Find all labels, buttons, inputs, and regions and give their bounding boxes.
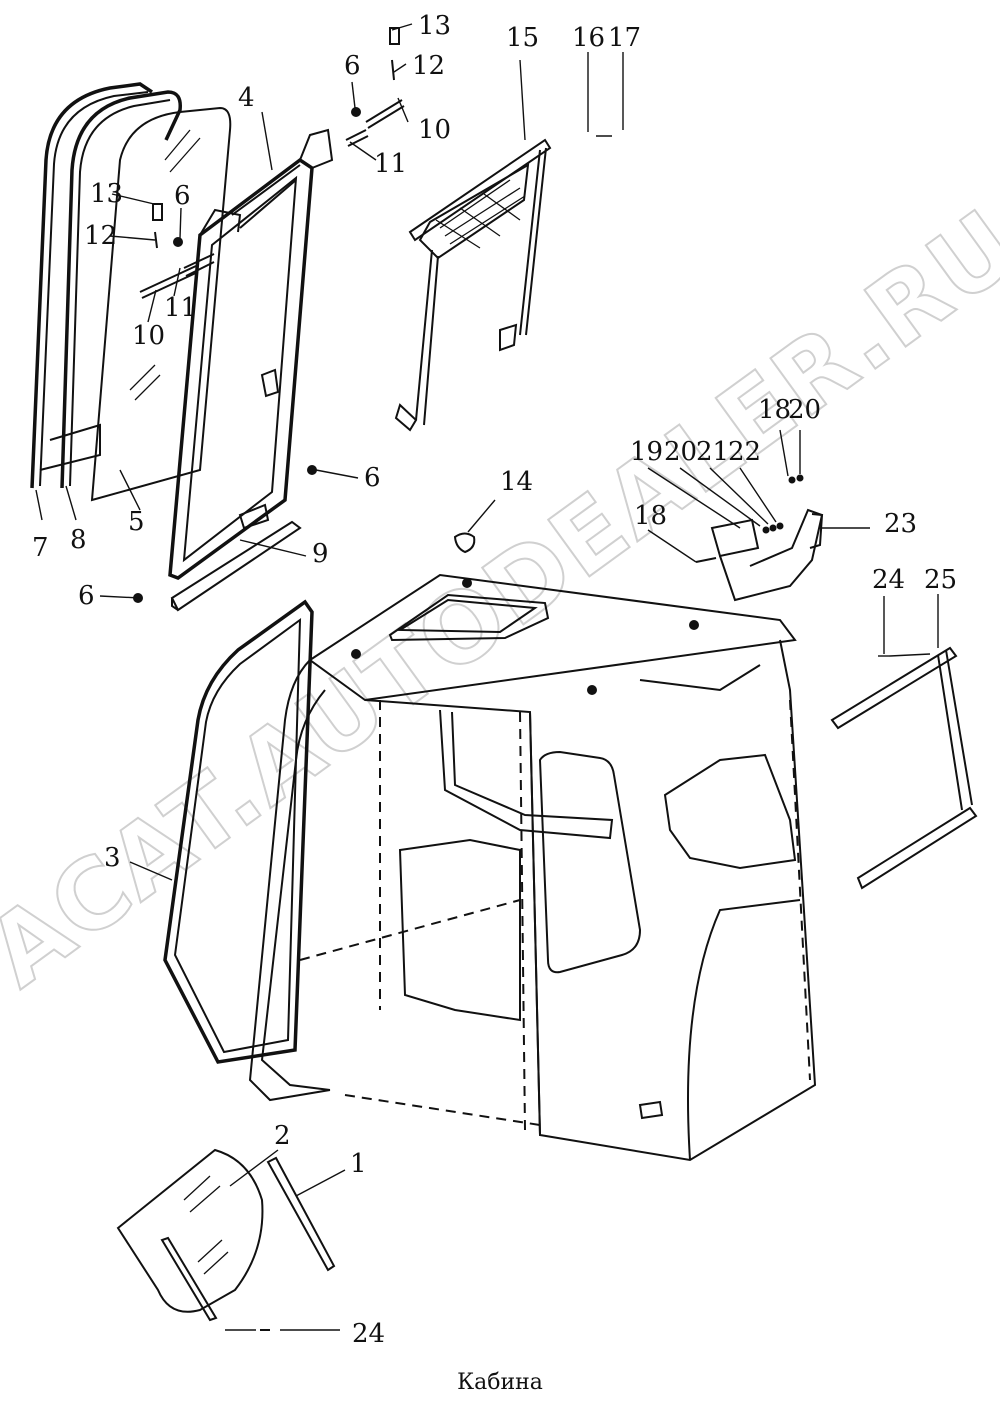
callout-10-top: 10 (418, 115, 451, 145)
callout-21: 21 (696, 437, 729, 467)
callout-22: 22 (728, 437, 761, 467)
callout-5: 5 (128, 507, 145, 537)
callout-20: 20 (664, 437, 697, 467)
callout-24-bottom: 24 (352, 1319, 385, 1349)
front-window-seal (163, 599, 314, 1064)
callout-12-left: 12 (84, 221, 117, 251)
callout-16: 16 (572, 23, 605, 53)
callout-25: 25 (924, 565, 957, 595)
callout-15: 15 (506, 23, 539, 53)
callout-20-top: 20 (788, 395, 821, 425)
callout-12-top: 12 (412, 51, 445, 81)
callout-9: 9 (312, 539, 329, 569)
callout-2: 2 (274, 1121, 291, 1151)
door-glass (90, 106, 232, 502)
callout-6-right: 6 (364, 463, 381, 493)
diagram-caption: Кабина (457, 1370, 543, 1395)
callout-6-top: 6 (344, 51, 361, 81)
callout-3: 3 (104, 843, 121, 873)
door-frame (133, 107, 361, 603)
callout-6-left: 6 (174, 181, 191, 211)
callout-4: 4 (238, 83, 255, 113)
callout-17: 17 (608, 23, 641, 53)
callout-13-top: 13 (418, 11, 451, 41)
callout-8: 8 (70, 525, 87, 555)
callout-7: 7 (32, 533, 49, 563)
callout-1: 1 (350, 1149, 367, 1179)
sunshade (394, 138, 552, 432)
callout-11-top: 11 (374, 149, 407, 179)
callout-10-left: 10 (132, 321, 165, 351)
callout-19: 19 (630, 437, 663, 467)
door-rail (170, 520, 302, 612)
callout-24-right: 24 (872, 565, 905, 595)
cab-body (248, 532, 817, 1162)
hinge-pins (139, 27, 405, 299)
callout-11-left: 11 (164, 293, 197, 323)
callout-6-bottom: 6 (78, 581, 95, 611)
callout-labels: 13 12 6 4 10 11 13 6 12 11 10 15 16 17 6… (32, 11, 957, 1349)
callout-18: 18 (634, 501, 667, 531)
callout-18-top: 18 (758, 395, 791, 425)
leader-lines (35, 23, 939, 1331)
callout-13-left: 13 (90, 179, 123, 209)
lower-glass (116, 1148, 336, 1331)
mirror-bracket (695, 474, 824, 602)
door-seal-parts (30, 82, 182, 489)
callout-23: 23 (884, 509, 917, 539)
side-window-rail (830, 646, 978, 890)
callout-14: 14 (500, 467, 533, 497)
